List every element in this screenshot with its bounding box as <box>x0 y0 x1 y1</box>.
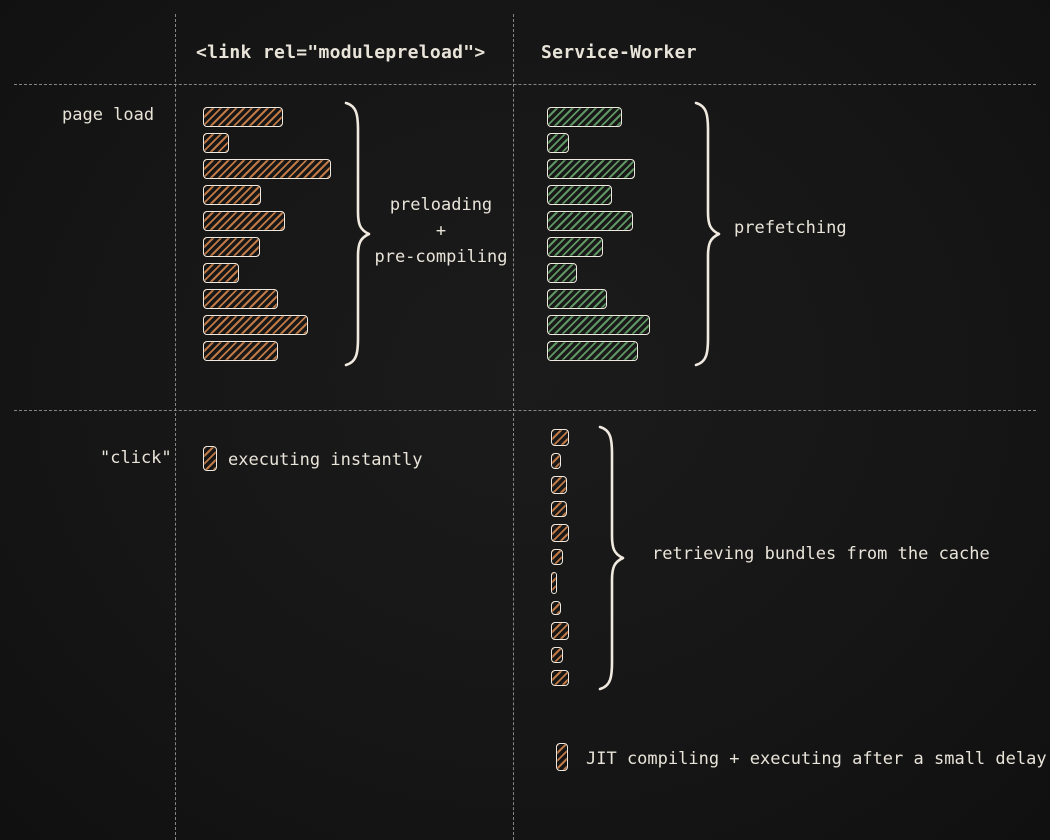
timeline-bar <box>203 263 239 283</box>
timeline-bar <box>547 211 633 231</box>
cache-retrieval-bar-stack <box>551 429 569 686</box>
timeline-bar <box>551 429 569 446</box>
timeline-bar <box>547 289 607 309</box>
timeline-bar <box>203 237 260 257</box>
prefetching-label: prefetching <box>734 218 847 238</box>
cache-retrieval-label: retrieving bundles from the cache <box>652 544 990 564</box>
prefetching-brace <box>694 101 721 367</box>
timeline-bar <box>551 549 563 565</box>
preloading-brace <box>344 101 371 367</box>
column-divider-right <box>513 14 514 840</box>
row-label-click: "click" <box>100 448 172 468</box>
timeline-bar <box>551 622 569 640</box>
executing-instantly-label: executing instantly <box>228 450 423 470</box>
timeline-bar <box>203 315 308 335</box>
timeline-bar <box>203 446 217 471</box>
timeline-bar <box>551 572 557 594</box>
timeline-bar <box>203 133 229 153</box>
timeline-bar <box>203 159 331 179</box>
timeline-bar <box>556 743 568 771</box>
timeline-bar <box>203 289 278 309</box>
column-divider-left <box>175 14 176 840</box>
timeline-bar <box>551 501 567 517</box>
row-divider-middle <box>14 410 1036 411</box>
jit-legend-label: JIT compiling + executing after a small … <box>586 749 1047 769</box>
column-header-service-worker: Service-Worker <box>541 42 697 63</box>
timeline-bar <box>203 185 261 205</box>
service-worker-bar-stack <box>547 107 650 361</box>
timeline-bar <box>203 341 278 361</box>
timeline-bar <box>547 159 635 179</box>
timeline-bar <box>547 133 569 153</box>
timeline-bar <box>547 263 577 283</box>
timeline-bar <box>547 185 612 205</box>
timeline-bar <box>551 453 561 469</box>
timeline-bar <box>551 670 569 686</box>
row-label-page-load: page load <box>62 105 155 125</box>
row-divider-top <box>14 84 1036 85</box>
modulepreload-bar-stack <box>203 107 331 361</box>
cache-retrieval-brace <box>598 425 625 691</box>
timeline-bar <box>547 341 638 361</box>
timeline-bar <box>203 211 285 231</box>
timeline-bar <box>547 237 603 257</box>
preloading-label: preloading + pre-compiling <box>374 195 508 267</box>
jit-legend-bar <box>556 743 568 771</box>
timeline-bar <box>551 647 563 663</box>
timeline-bar <box>551 476 567 494</box>
timeline-bar <box>203 107 283 127</box>
timeline-bar <box>547 315 650 335</box>
timeline-bar <box>547 107 622 127</box>
timeline-bar <box>551 524 569 542</box>
timeline-bar <box>551 601 561 615</box>
executing-instantly-bar <box>203 446 217 471</box>
column-header-modulepreload: <link rel="modulepreload"> <box>196 42 486 63</box>
